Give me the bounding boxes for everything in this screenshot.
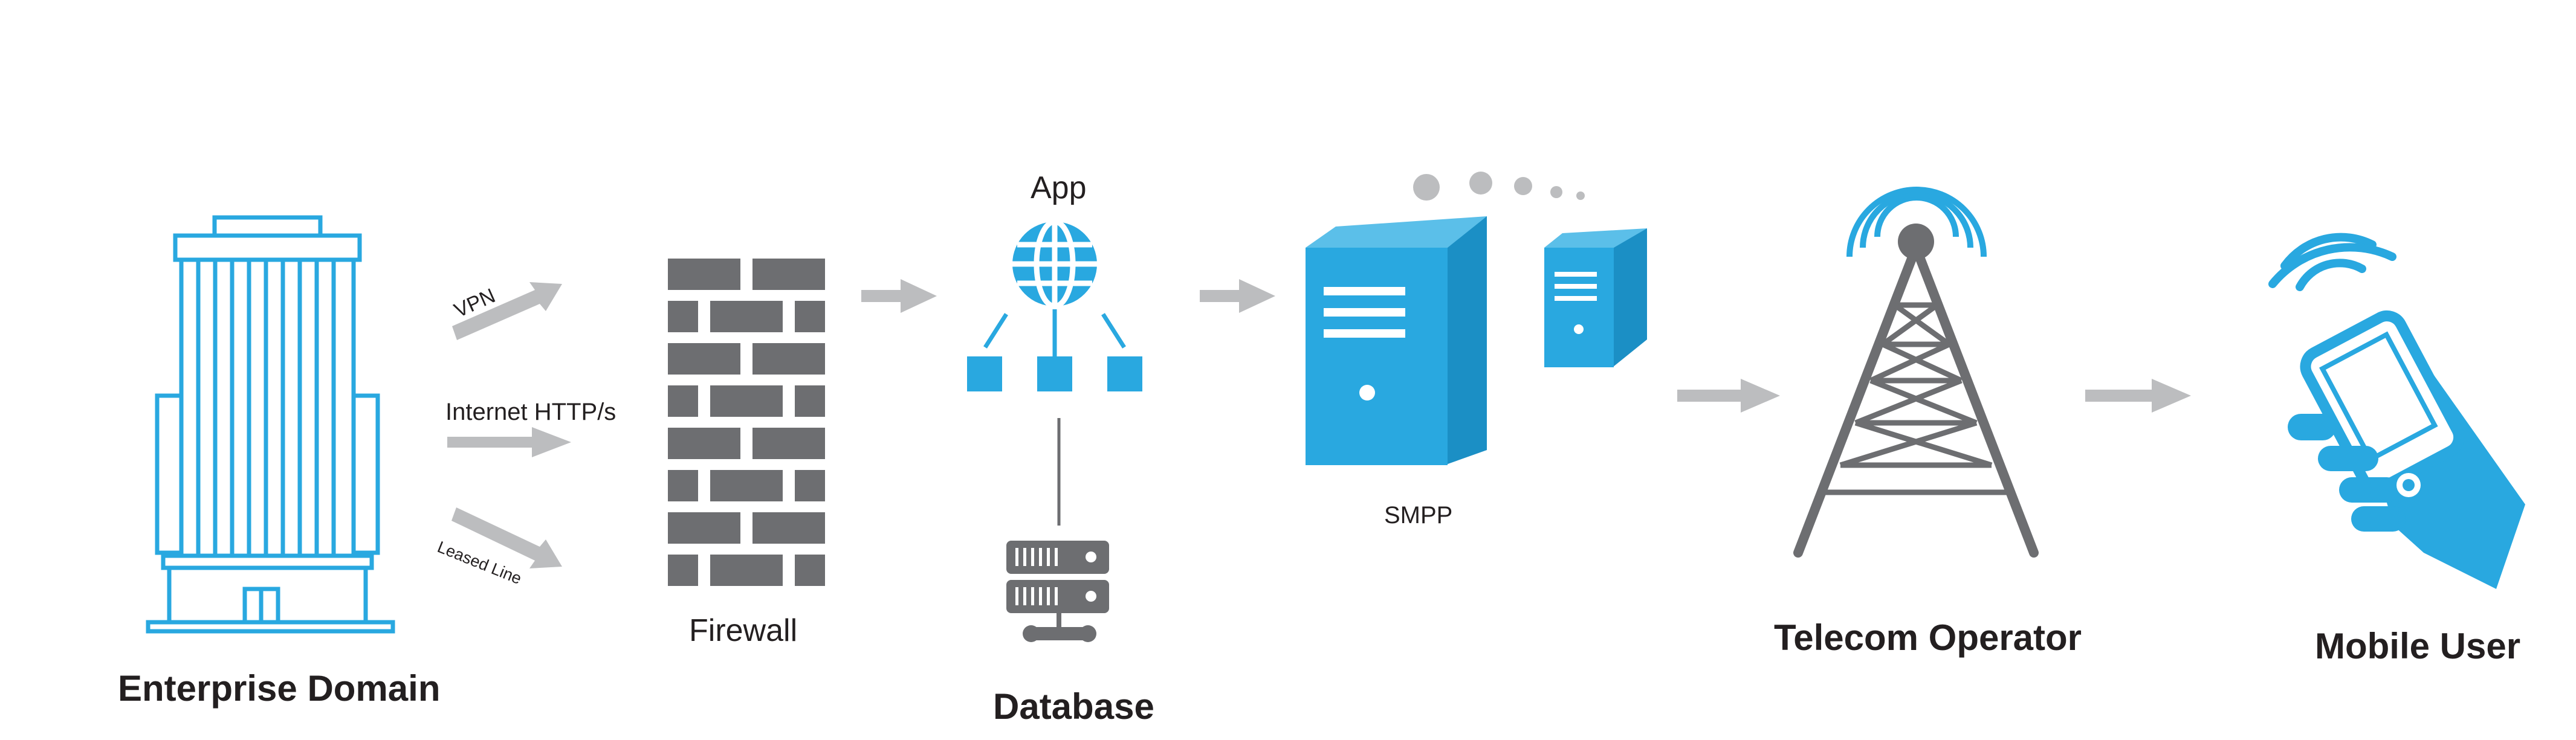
server-rack-icon	[1006, 541, 1109, 642]
phone-in-hand-icon	[2268, 233, 2525, 589]
enterprise-domain-label: Enterprise Domain	[118, 668, 441, 709]
globe-network-icon	[967, 219, 1142, 391]
mobile-user-label: Mobile User	[2315, 626, 2521, 666]
firewall-label: Firewall	[689, 613, 798, 648]
telecom-to-mobile-arrow	[2085, 379, 2191, 413]
leased-line-arrow	[451, 507, 562, 568]
office-building-icon	[146, 215, 395, 634]
internet-https-label: Internet HTTP/s	[445, 399, 616, 425]
brick-wall-icon	[668, 259, 825, 586]
app-label: App	[1031, 170, 1087, 205]
telecom-operator-label: Telecom Operator	[1774, 617, 2082, 658]
small-server-tower-icon	[1544, 228, 1647, 367]
vpn-arrow	[452, 282, 562, 340]
dots-decoration	[1413, 172, 1585, 201]
database-label: Database	[993, 686, 1154, 727]
internet-arrow	[447, 427, 571, 457]
server-tower-icon	[1306, 216, 1487, 465]
radio-tower-icon	[1793, 187, 2039, 558]
smpp-to-telecom-arrow	[1677, 379, 1780, 413]
firewall-to-app-arrow	[861, 279, 937, 313]
smpp-label: SMPP	[1384, 502, 1453, 529]
app-to-smpp-arrow	[1200, 279, 1275, 313]
